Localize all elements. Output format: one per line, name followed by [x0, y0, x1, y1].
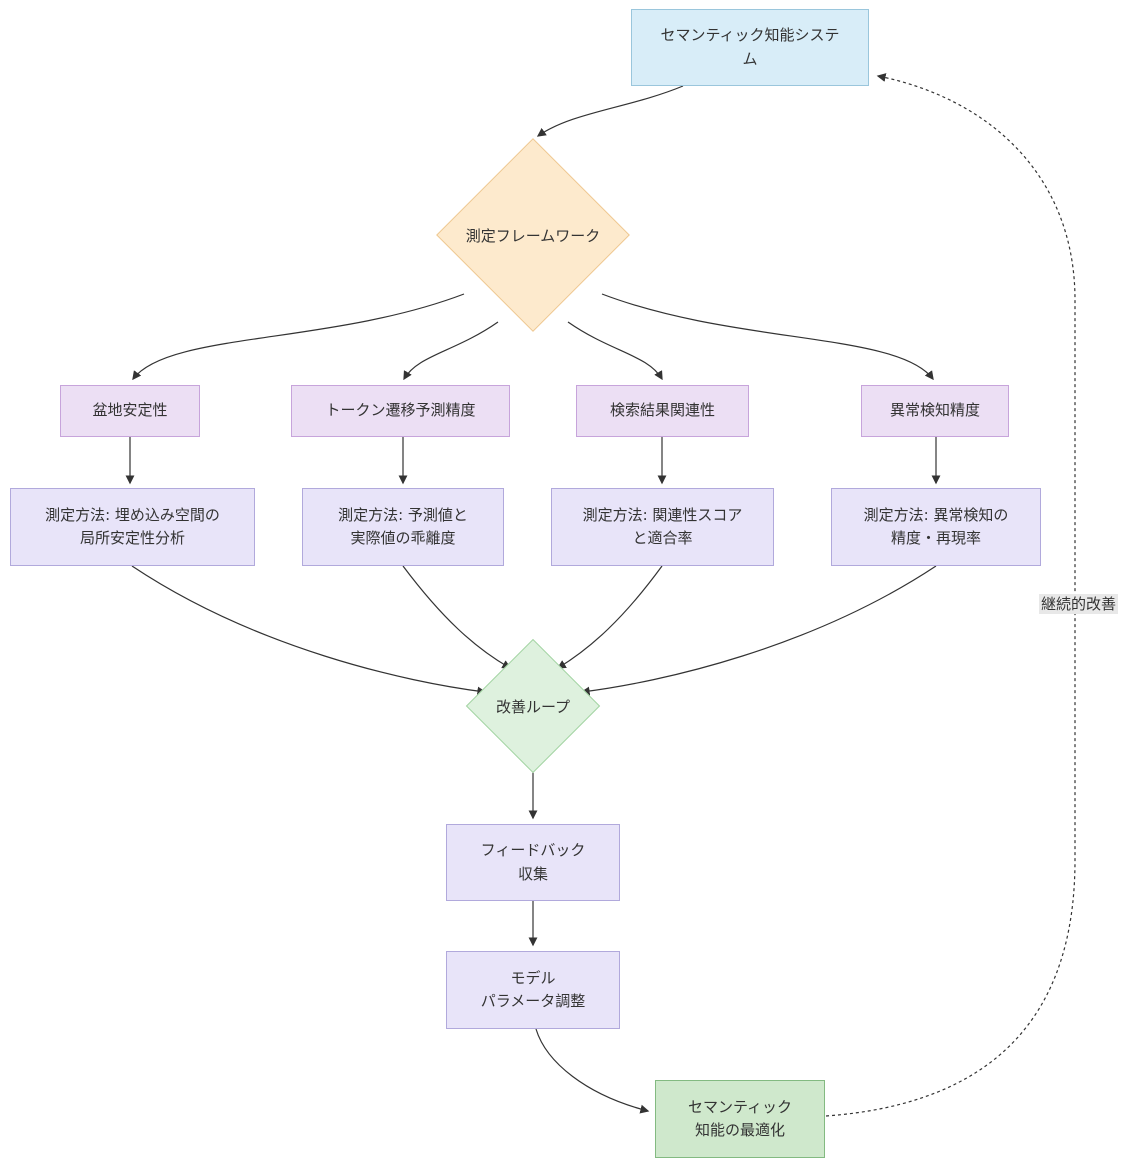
- edge-optimize-to-system-dotted: [825, 73, 1076, 1117]
- edge-params-to-optimize: [535, 1028, 650, 1114]
- edge-framework-to-basin: [132, 293, 465, 381]
- node-label: 異常検知精度: [889, 401, 980, 420]
- node-improvement-loop: 改善ループ: [465, 638, 601, 774]
- node-label: 測定方法: 異常検知の 精度・再現率: [863, 505, 1009, 547]
- node-semantic-intelligence-system: セマンティック知能システ ム: [631, 9, 869, 86]
- node-label: 測定方法: 予測値と 実際値の乖離度: [338, 505, 468, 547]
- edge-framework-to-search: [567, 321, 663, 381]
- node-method-token: 測定方法: 予測値と 実際値の乖離度: [302, 488, 504, 566]
- node-label: 検索結果関連性: [609, 401, 715, 420]
- node-label: モデル パラメータ調整: [480, 968, 586, 1010]
- node-model-parameter-adjustment: モデル パラメータ調整: [446, 951, 620, 1029]
- node-search-result-relevance: 検索結果関連性: [576, 385, 749, 437]
- node-method-anomaly: 測定方法: 異常検知の 精度・再現率: [831, 488, 1041, 566]
- node-label: トークン遷移予測精度: [325, 401, 476, 420]
- edge-anomaly-method-to-loop: [580, 565, 937, 696]
- node-label: セマンティック知能システ ム: [660, 26, 840, 68]
- node-label: 改善ループ: [495, 697, 571, 716]
- node-anomaly-detection-accuracy: 異常検知精度: [861, 385, 1009, 437]
- node-label: フィードバック 収集: [480, 841, 586, 883]
- node-semantic-intelligence-optimization: セマンティック 知能の最適化: [655, 1080, 825, 1158]
- node-feedback-collection: フィードバック 収集: [446, 824, 620, 901]
- edge-framework-to-anomaly: [601, 293, 934, 381]
- node-method-search: 測定方法: 関連性スコア と適合率: [551, 488, 774, 566]
- node-label: 盆地安定性: [92, 401, 168, 420]
- node-measurement-framework: 測定フレームワーク: [436, 138, 630, 332]
- node-label: 測定フレームワーク: [465, 226, 601, 245]
- node-basin-stability: 盆地安定性: [60, 385, 200, 437]
- edge-framework-to-token: [403, 321, 499, 381]
- edge-basin-method-to-loop: [131, 565, 487, 696]
- node-label: セマンティック 知能の最適化: [687, 1097, 793, 1139]
- edge-token-method-to-loop: [402, 565, 512, 669]
- node-method-basin: 測定方法: 埋め込み空間の 局所安定性分析: [10, 488, 255, 566]
- node-token-transition-accuracy: トークン遷移予測精度: [291, 385, 510, 437]
- edge-system-to-framework: [536, 85, 684, 137]
- edge-search-method-to-loop: [556, 565, 663, 669]
- node-label: 測定方法: 埋め込み空間の 局所安定性分析: [45, 505, 220, 547]
- node-label: 測定方法: 関連性スコア と適合率: [582, 505, 743, 547]
- edge-label-continuous-improvement: 継続的改善: [1039, 594, 1119, 614]
